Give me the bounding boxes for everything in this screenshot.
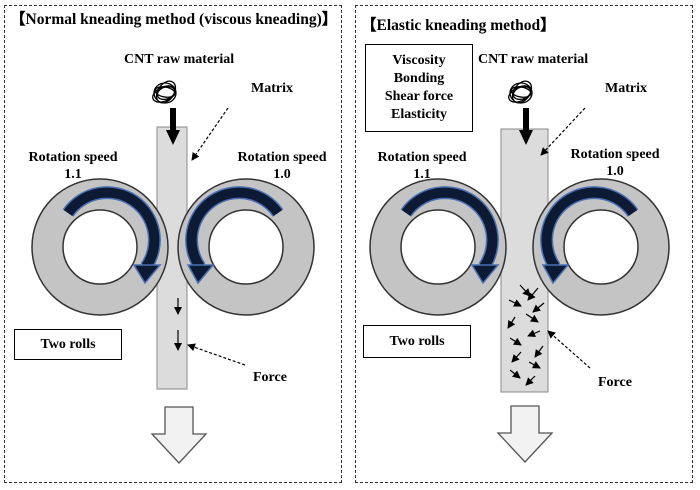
matrix-label: Matrix [605, 81, 647, 96]
left-roll-speed-value: 1.1 [413, 167, 431, 182]
panel-title: 【Elastic kneading method】 [361, 17, 556, 34]
cnt-material-icon [152, 80, 177, 104]
feed-arrow [519, 108, 533, 145]
properties-box: Viscosity Bonding Shear force Elasticity [365, 44, 473, 132]
elastic-kneading-panel [355, 5, 693, 483]
force-label: Force [598, 375, 632, 390]
matrix-label: Matrix [251, 81, 293, 96]
left-roll [369, 178, 507, 316]
cnt-material-icon [508, 80, 533, 104]
cnt-material-label: CNT raw material [478, 52, 589, 67]
feed-arrow [166, 108, 180, 145]
right-roll-speed-label: Rotation speed [237, 150, 327, 165]
right-roll [177, 178, 315, 316]
force-label: Force [253, 370, 287, 385]
two-rolls-label: Two rolls [14, 329, 122, 360]
panel-title: 【Normal kneading method (viscous kneadin… [10, 11, 338, 28]
matrix-leader-line [191, 107, 229, 161]
two-rolls-label: Two rolls [363, 325, 471, 358]
left-roll-speed-value: 1.1 [64, 167, 82, 182]
rotation-arrow-clockwise [400, 186, 500, 285]
property-item: Viscosity [392, 53, 446, 68]
force-leader-line [547, 330, 591, 369]
matrix-leader-line [540, 107, 586, 156]
cnt-material-label: CNT raw material [124, 52, 235, 67]
right-roll-speed-label: Rotation speed [570, 147, 660, 162]
property-item: Bonding [393, 71, 445, 86]
rotation-arrow-clockwise [62, 186, 162, 285]
right-roll-speed-value: 1.0 [273, 167, 291, 182]
output-arrow [496, 405, 554, 463]
property-item: Elasticity [391, 107, 447, 122]
rotation-arrow-counterclockwise [185, 186, 284, 285]
left-roll-speed-label: Rotation speed [28, 150, 118, 165]
left-roll [31, 178, 169, 316]
force-arrows [507, 284, 545, 386]
force-leader-line [187, 343, 246, 366]
property-item: Shear force [384, 89, 454, 104]
right-roll [532, 178, 670, 316]
right-roll-speed-value: 1.0 [606, 164, 624, 179]
normal-kneading-panel [4, 5, 342, 483]
rotation-arrow-counterclockwise [540, 186, 639, 285]
left-roll-speed-label: Rotation speed [377, 150, 467, 165]
output-arrow [150, 406, 208, 464]
